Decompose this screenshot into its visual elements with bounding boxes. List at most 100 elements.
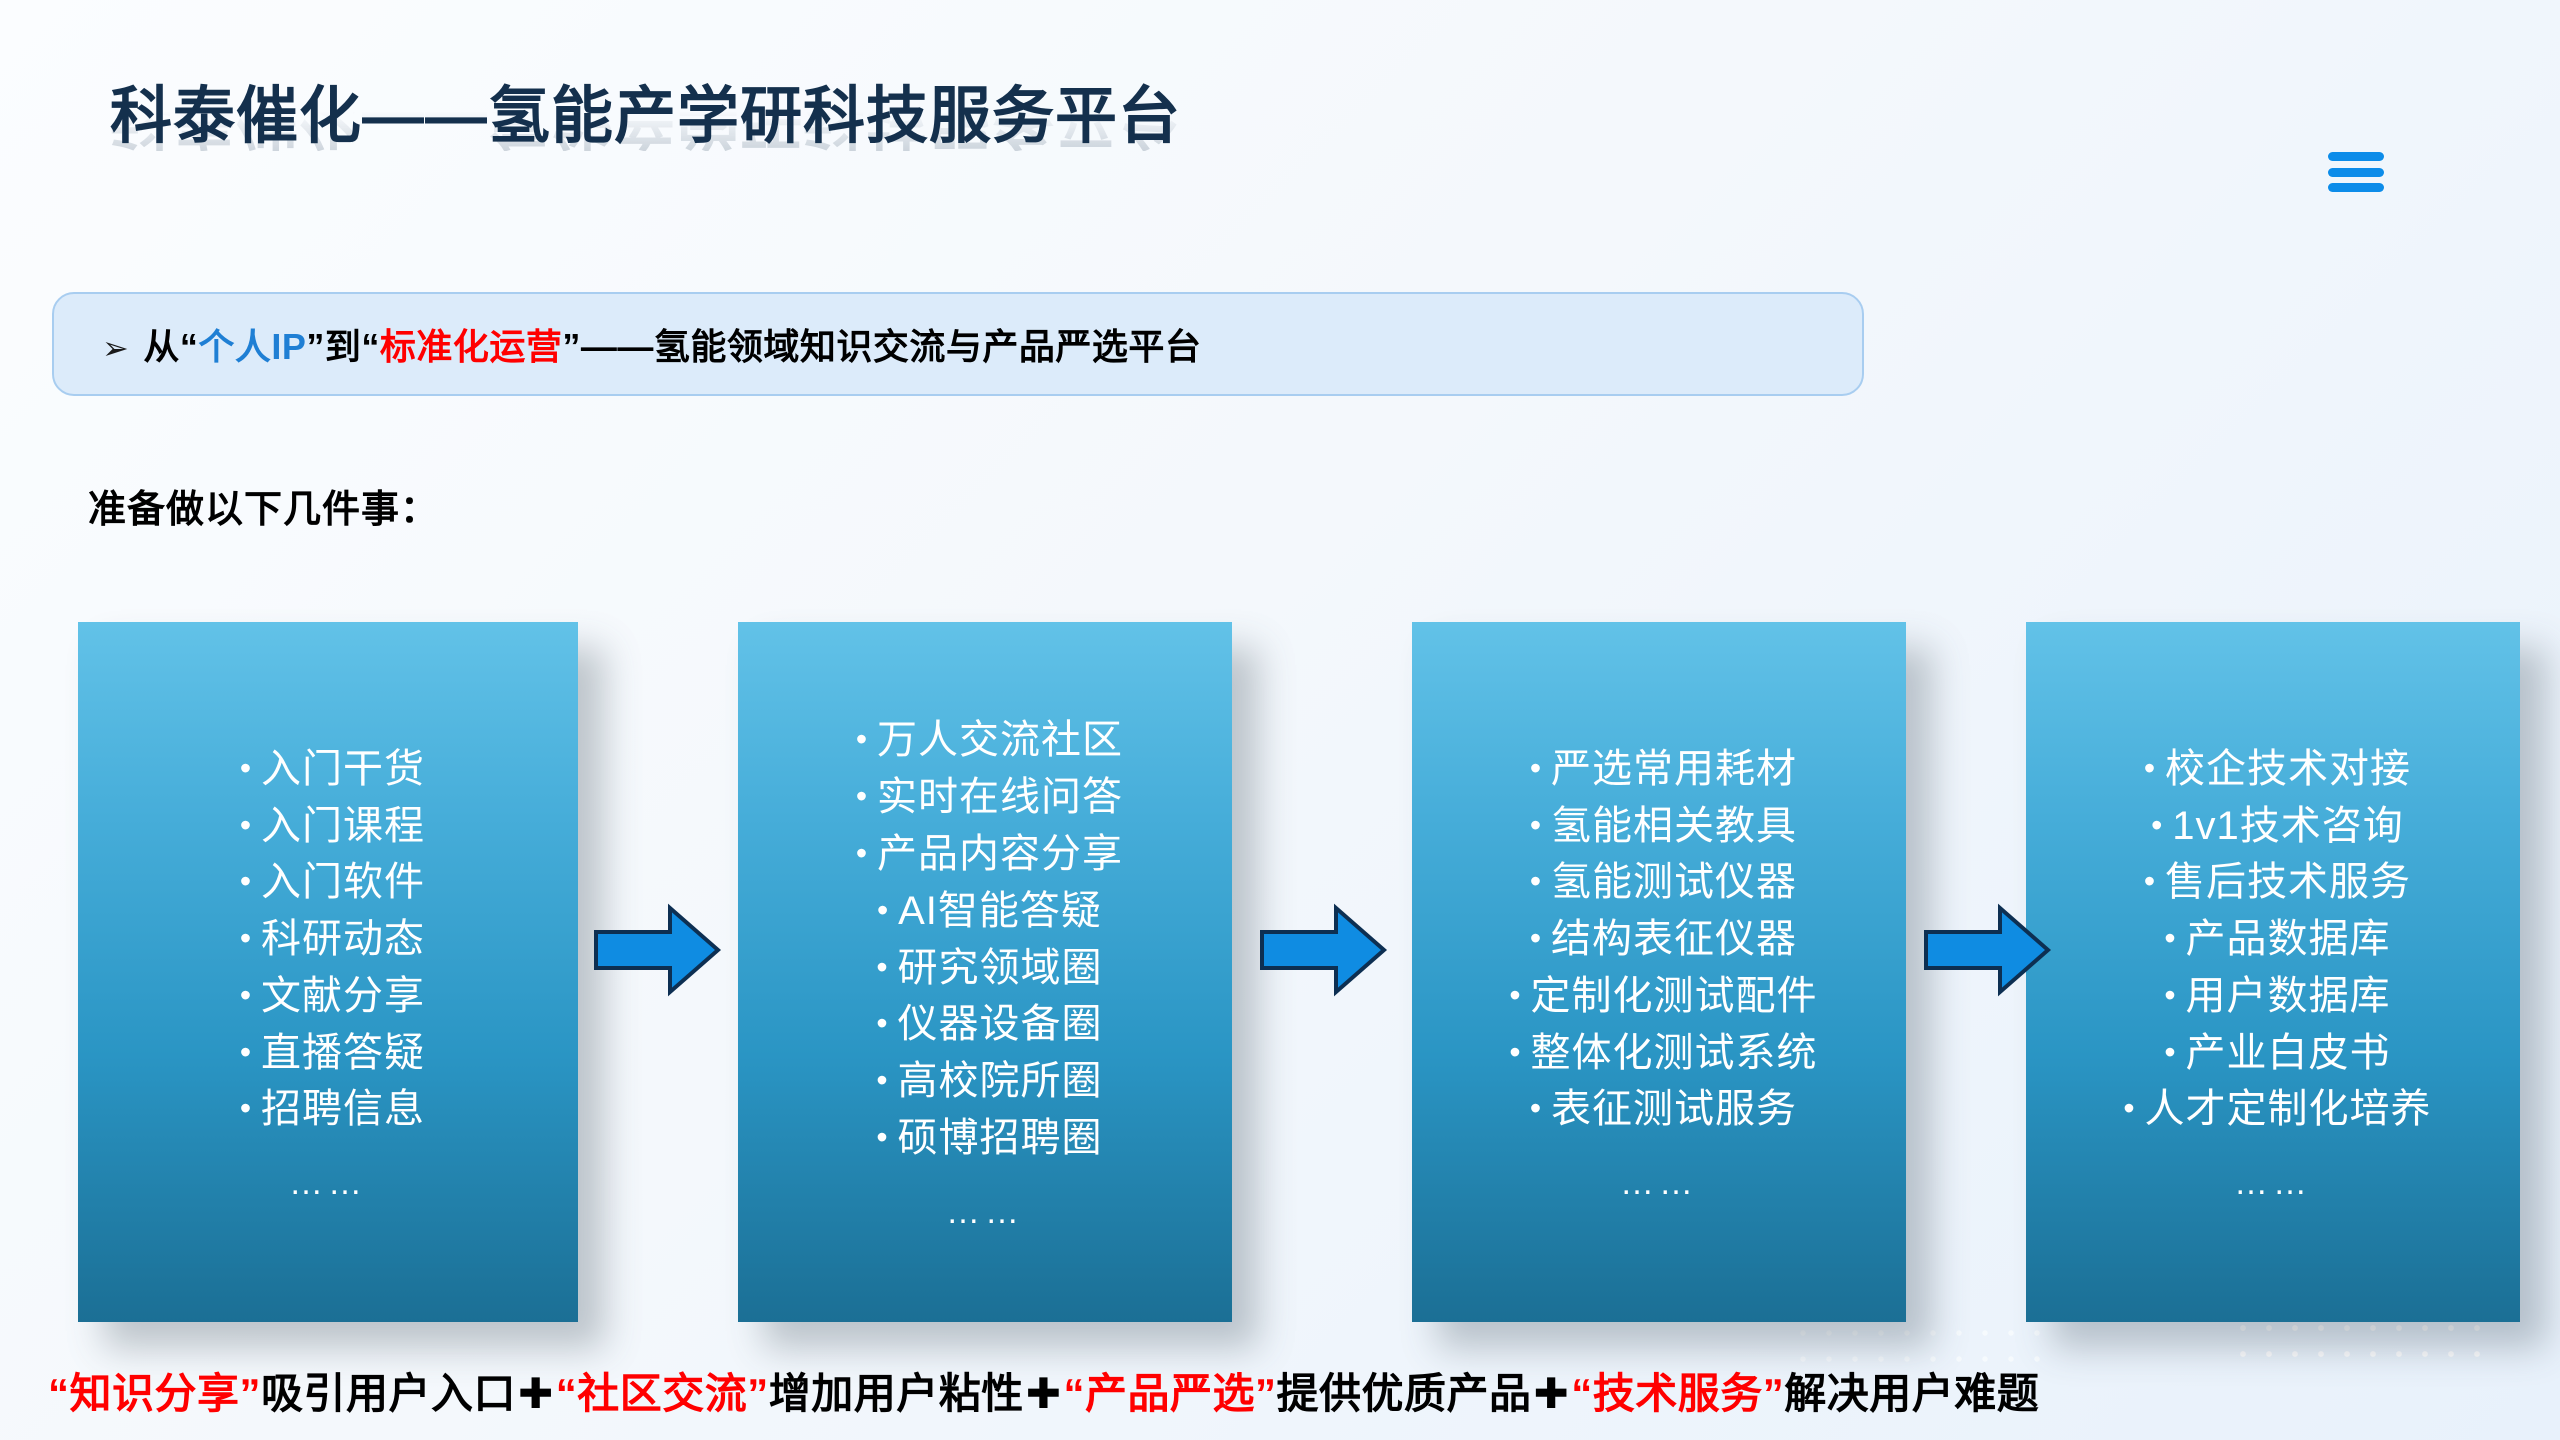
summary-quote-open-2: “	[555, 1370, 578, 1417]
list-item: •高校院所圈	[748, 1053, 1222, 1110]
list-item: •科研动态	[88, 911, 568, 968]
bullet-list-3: •严选常用耗材 •氢能相关教具 •氢能测试仪器 •结构表征仪器 •定制化测试配件…	[1422, 741, 1896, 1139]
arrow-right-icon	[1258, 902, 1388, 998]
bullet-dot-icon: •	[1509, 1033, 1522, 1070]
bullet-dot-icon: •	[2143, 863, 2157, 900]
list-item: •入门软件	[88, 854, 568, 911]
list-item-label: 产业白皮书	[2185, 1030, 2391, 1075]
bullet-dot-icon: •	[1529, 863, 1543, 900]
subtitle-highlight-blue: 个人IP	[198, 326, 307, 367]
bullet-dot-icon: •	[1529, 749, 1543, 786]
hamburger-menu-icon[interactable]	[2328, 152, 2384, 192]
subtitle-part-2: 到	[324, 326, 362, 367]
subtitle-highlight-red: 标准化运营	[379, 326, 563, 367]
summary-text-3: 提供优质产品	[1276, 1370, 1532, 1417]
list-item-label: 定制化测试配件	[1530, 973, 1818, 1018]
bullet-dot-icon: •	[2164, 1033, 2177, 1070]
list-item: •整体化测试系统	[1422, 1025, 1896, 1082]
subtitle-text: ➢从“个人IP”到“标准化运营”——氢能领域知识交流与产品严选平台	[54, 318, 1201, 370]
bullet-dot-icon: •	[239, 976, 253, 1013]
subtitle-quote-close-2: ”	[562, 326, 581, 367]
list-item-label: 招聘信息	[261, 1087, 425, 1132]
flow-card-product-selection: •严选常用耗材 •氢能相关教具 •氢能测试仪器 •结构表征仪器 •定制化测试配件…	[1412, 622, 1906, 1322]
list-item-label: 售后技术服务	[2165, 860, 2411, 905]
list-item-label: 研究领域圈	[897, 945, 1103, 990]
list-item: •产品内容分享	[748, 826, 1222, 883]
ellipsis-label: ……	[1620, 1164, 1698, 1203]
list-item: •产品数据库	[2036, 911, 2510, 968]
flow-card-knowledge-sharing: •入门干货 •入门课程 •入门软件 •科研动态 •文献分享 •直播答疑 •招聘信…	[78, 622, 578, 1322]
plus-icon: ✚	[518, 1370, 554, 1417]
list-item: •硕博招聘圈	[748, 1110, 1222, 1167]
summary-quote-close-4: ”	[1762, 1370, 1785, 1417]
summary-text-2: 增加用户粘性	[768, 1370, 1024, 1417]
bullet-dot-icon: •	[855, 834, 869, 871]
summary-text-4: 解决用户难题	[1784, 1370, 2040, 1417]
list-item-label: 整体化测试系统	[1530, 1030, 1818, 1075]
bullet-dot-icon: •	[1529, 920, 1543, 957]
bullet-dot-icon: •	[239, 749, 253, 786]
bullet-dot-icon: •	[876, 1005, 889, 1042]
list-item: •定制化测试配件	[1422, 968, 1896, 1025]
ellipsis-label: ……	[946, 1192, 1024, 1231]
summary-quote-open-1: “	[48, 1370, 70, 1417]
hamburger-bar-2	[2328, 167, 2384, 177]
bullet-dot-icon: •	[2151, 806, 2164, 843]
page-title-reflection: 科泰催化——氢能产学研科技服务平台	[110, 111, 1182, 152]
bullet-dot-icon: •	[239, 1033, 253, 1070]
bullet-dot-icon: •	[1529, 806, 1543, 843]
subtitle-quote-open-2: “	[361, 326, 380, 367]
list-item-label: 1v1技术咨询	[2172, 803, 2404, 848]
list-item-label: 高校院所圈	[897, 1059, 1103, 1104]
list-item: •氢能相关教具	[1422, 798, 1896, 855]
arrow-right-icon	[592, 902, 722, 998]
list-item-label: 表征测试服务	[1551, 1087, 1797, 1132]
list-item: •入门课程	[88, 798, 568, 855]
list-item: •人才定制化培养	[2036, 1081, 2510, 1138]
list-item-label: 仪器设备圈	[897, 1002, 1103, 1047]
list-item: •AI智能答疑	[748, 883, 1222, 940]
list-item: •招聘信息	[88, 1081, 568, 1138]
bullet-dot-icon: •	[2164, 976, 2177, 1013]
list-item-label: AI智能答疑	[898, 888, 1102, 933]
list-item-label: 实时在线问答	[877, 775, 1123, 820]
list-item: •校企技术对接	[2036, 741, 2510, 798]
list-item-label: 产品数据库	[2185, 917, 2391, 962]
flow-card-technical-service: •校企技术对接 •1v1技术咨询 •售后技术服务 •产品数据库 •用户数据库 •…	[2026, 622, 2520, 1322]
list-item: •研究领域圈	[748, 940, 1222, 997]
subtitle-quote-open-1: “	[179, 326, 199, 367]
list-item: •1v1技术咨询	[2036, 798, 2510, 855]
subtitle-banner: ➢从“个人IP”到“标准化运营”——氢能领域知识交流与产品严选平台	[52, 292, 1864, 396]
page-title: 科泰催化——氢能产学研科技服务平台	[110, 82, 1182, 151]
list-item-label: 直播答疑	[261, 1030, 425, 1075]
bullet-dot-icon: •	[2164, 920, 2177, 957]
summary-highlight-4: 技术服务	[1592, 1370, 1763, 1417]
summary-quote-close-3: ”	[1254, 1370, 1277, 1417]
bullet-dot-icon: •	[876, 1062, 889, 1099]
summary-quote-close-1: ”	[239, 1370, 262, 1417]
list-item-label: 科研动态	[261, 917, 425, 962]
arrow-right-icon	[1922, 902, 2052, 998]
ellipsis-label: ……	[289, 1164, 367, 1203]
flow-card-community-exchange: •万人交流社区 •实时在线问答 •产品内容分享 •AI智能答疑 •研究领域圈 •…	[738, 622, 1232, 1322]
bullet-list-2: •万人交流社区 •实时在线问答 •产品内容分享 •AI智能答疑 •研究领域圈 •…	[748, 712, 1222, 1166]
list-item-label: 结构表征仪器	[1551, 917, 1797, 962]
subtitle-quote-close-1: ”	[306, 326, 325, 367]
plus-icon: ✚	[1533, 1370, 1570, 1417]
bullet-list-1: •入门干货 •入门课程 •入门软件 •科研动态 •文献分享 •直播答疑 •招聘信…	[88, 741, 568, 1139]
bullet-dot-icon: •	[855, 778, 869, 815]
bullet-dot-icon: •	[239, 920, 253, 957]
list-item-label: 入门干货	[261, 746, 425, 791]
bullet-dot-icon: •	[239, 806, 253, 843]
list-item: •用户数据库	[2036, 968, 2510, 1025]
bullet-dot-icon: •	[1509, 976, 1522, 1013]
list-item: •文献分享	[88, 968, 568, 1025]
bullet-list-4: •校企技术对接 •1v1技术咨询 •售后技术服务 •产品数据库 •用户数据库 •…	[2036, 741, 2510, 1139]
subtitle-part-1: 从	[143, 326, 180, 367]
list-item-label: 氢能测试仪器	[1551, 860, 1797, 905]
subtitle-part-3: ——氢能领域知识交流与产品严选平台	[580, 326, 1202, 367]
bullet-dot-icon: •	[876, 891, 890, 928]
list-item-label: 入门课程	[261, 803, 425, 848]
list-item: •实时在线问答	[748, 769, 1222, 826]
summary-quote-open-3: “	[1063, 1370, 1085, 1417]
